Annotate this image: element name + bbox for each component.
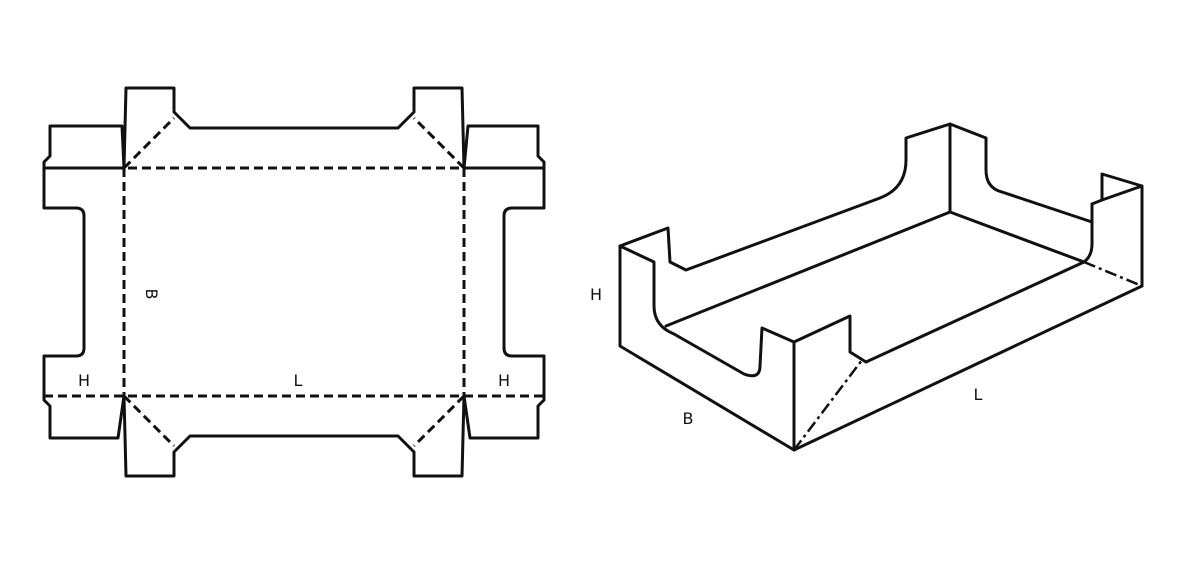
corner-fold-top-right	[412, 116, 466, 170]
left-end-wall	[618, 244, 868, 452]
tray-label-b: B	[683, 409, 694, 428]
corner-fold-right	[1083, 260, 1143, 288]
flat-label-b: B	[142, 289, 161, 300]
assembled-tray-3d: H B L	[590, 122, 1144, 452]
corner-fold-front	[793, 359, 863, 451]
floor-back-edge	[664, 210, 1086, 328]
flat-label-h-right: H	[498, 371, 510, 390]
right-wall-cut-line	[462, 124, 546, 440]
corner-fold-top-left	[122, 116, 176, 170]
tray-label-h: H	[590, 285, 602, 304]
top-wall-cut-line	[122, 86, 466, 170]
flat-die-cut-layout: B L H H	[42, 86, 546, 478]
corner-fold-bottom-right	[412, 394, 466, 448]
back-long-wall	[618, 122, 1094, 272]
bottom-wall-cut-line	[122, 394, 466, 478]
left-wall-cut-line	[42, 124, 126, 440]
right-end-wall	[1082, 172, 1144, 288]
right-end-wall-top	[1100, 184, 1144, 202]
flat-label-h-left: H	[78, 371, 90, 390]
floor-front-edge	[864, 260, 1086, 364]
corner-fold-bottom-left	[122, 394, 176, 448]
flat-label-l: L	[294, 371, 303, 390]
front-bottom-edge	[792, 284, 1144, 452]
tray-label-l: L	[974, 385, 983, 404]
